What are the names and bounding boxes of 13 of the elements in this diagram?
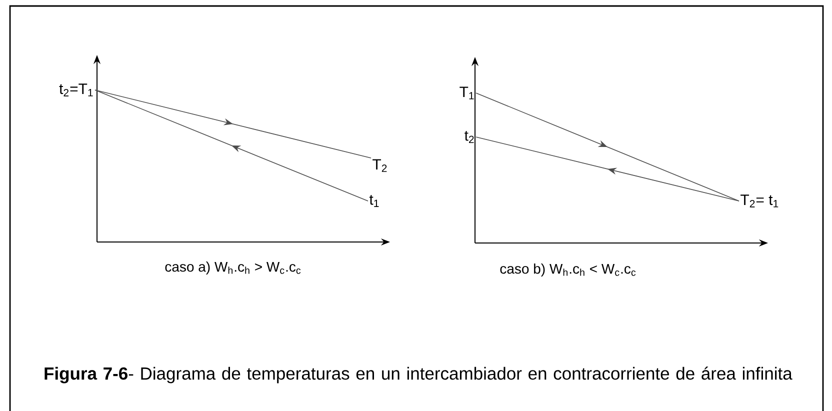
curve-end-label: T$_{2}$ bbox=[372, 159, 387, 172]
case-label: caso b) W$_{h}$.c$_{h}$ < W$_{c}$.c$_{c}$ bbox=[500, 263, 636, 276]
figure-caption: Figura 7-6- Diagrama de temperaturas en un intercambiador en contracorriente de área infinita bbox=[44, 366, 792, 384]
arrow bbox=[94, 90, 372, 158]
curve-end-label: t$_{2}$=T$_{1}$ bbox=[59, 84, 93, 96]
arrow bbox=[94, 90, 368, 202]
curve-end-label: t$_{2}$ bbox=[464, 130, 474, 144]
arrow bbox=[476, 136, 740, 202]
curve-end-label: T$_{1}$ bbox=[460, 86, 474, 100]
arrow bbox=[476, 92, 740, 202]
curve-end-label: t$_{1}$ bbox=[369, 195, 379, 207]
curve-end-label: T$_{2}$= t$_{1}$ bbox=[740, 194, 778, 208]
case-label: caso a) W$_{h}$.c$_{h}$ > W$_{c}$.c$_{c}$ bbox=[165, 261, 301, 274]
